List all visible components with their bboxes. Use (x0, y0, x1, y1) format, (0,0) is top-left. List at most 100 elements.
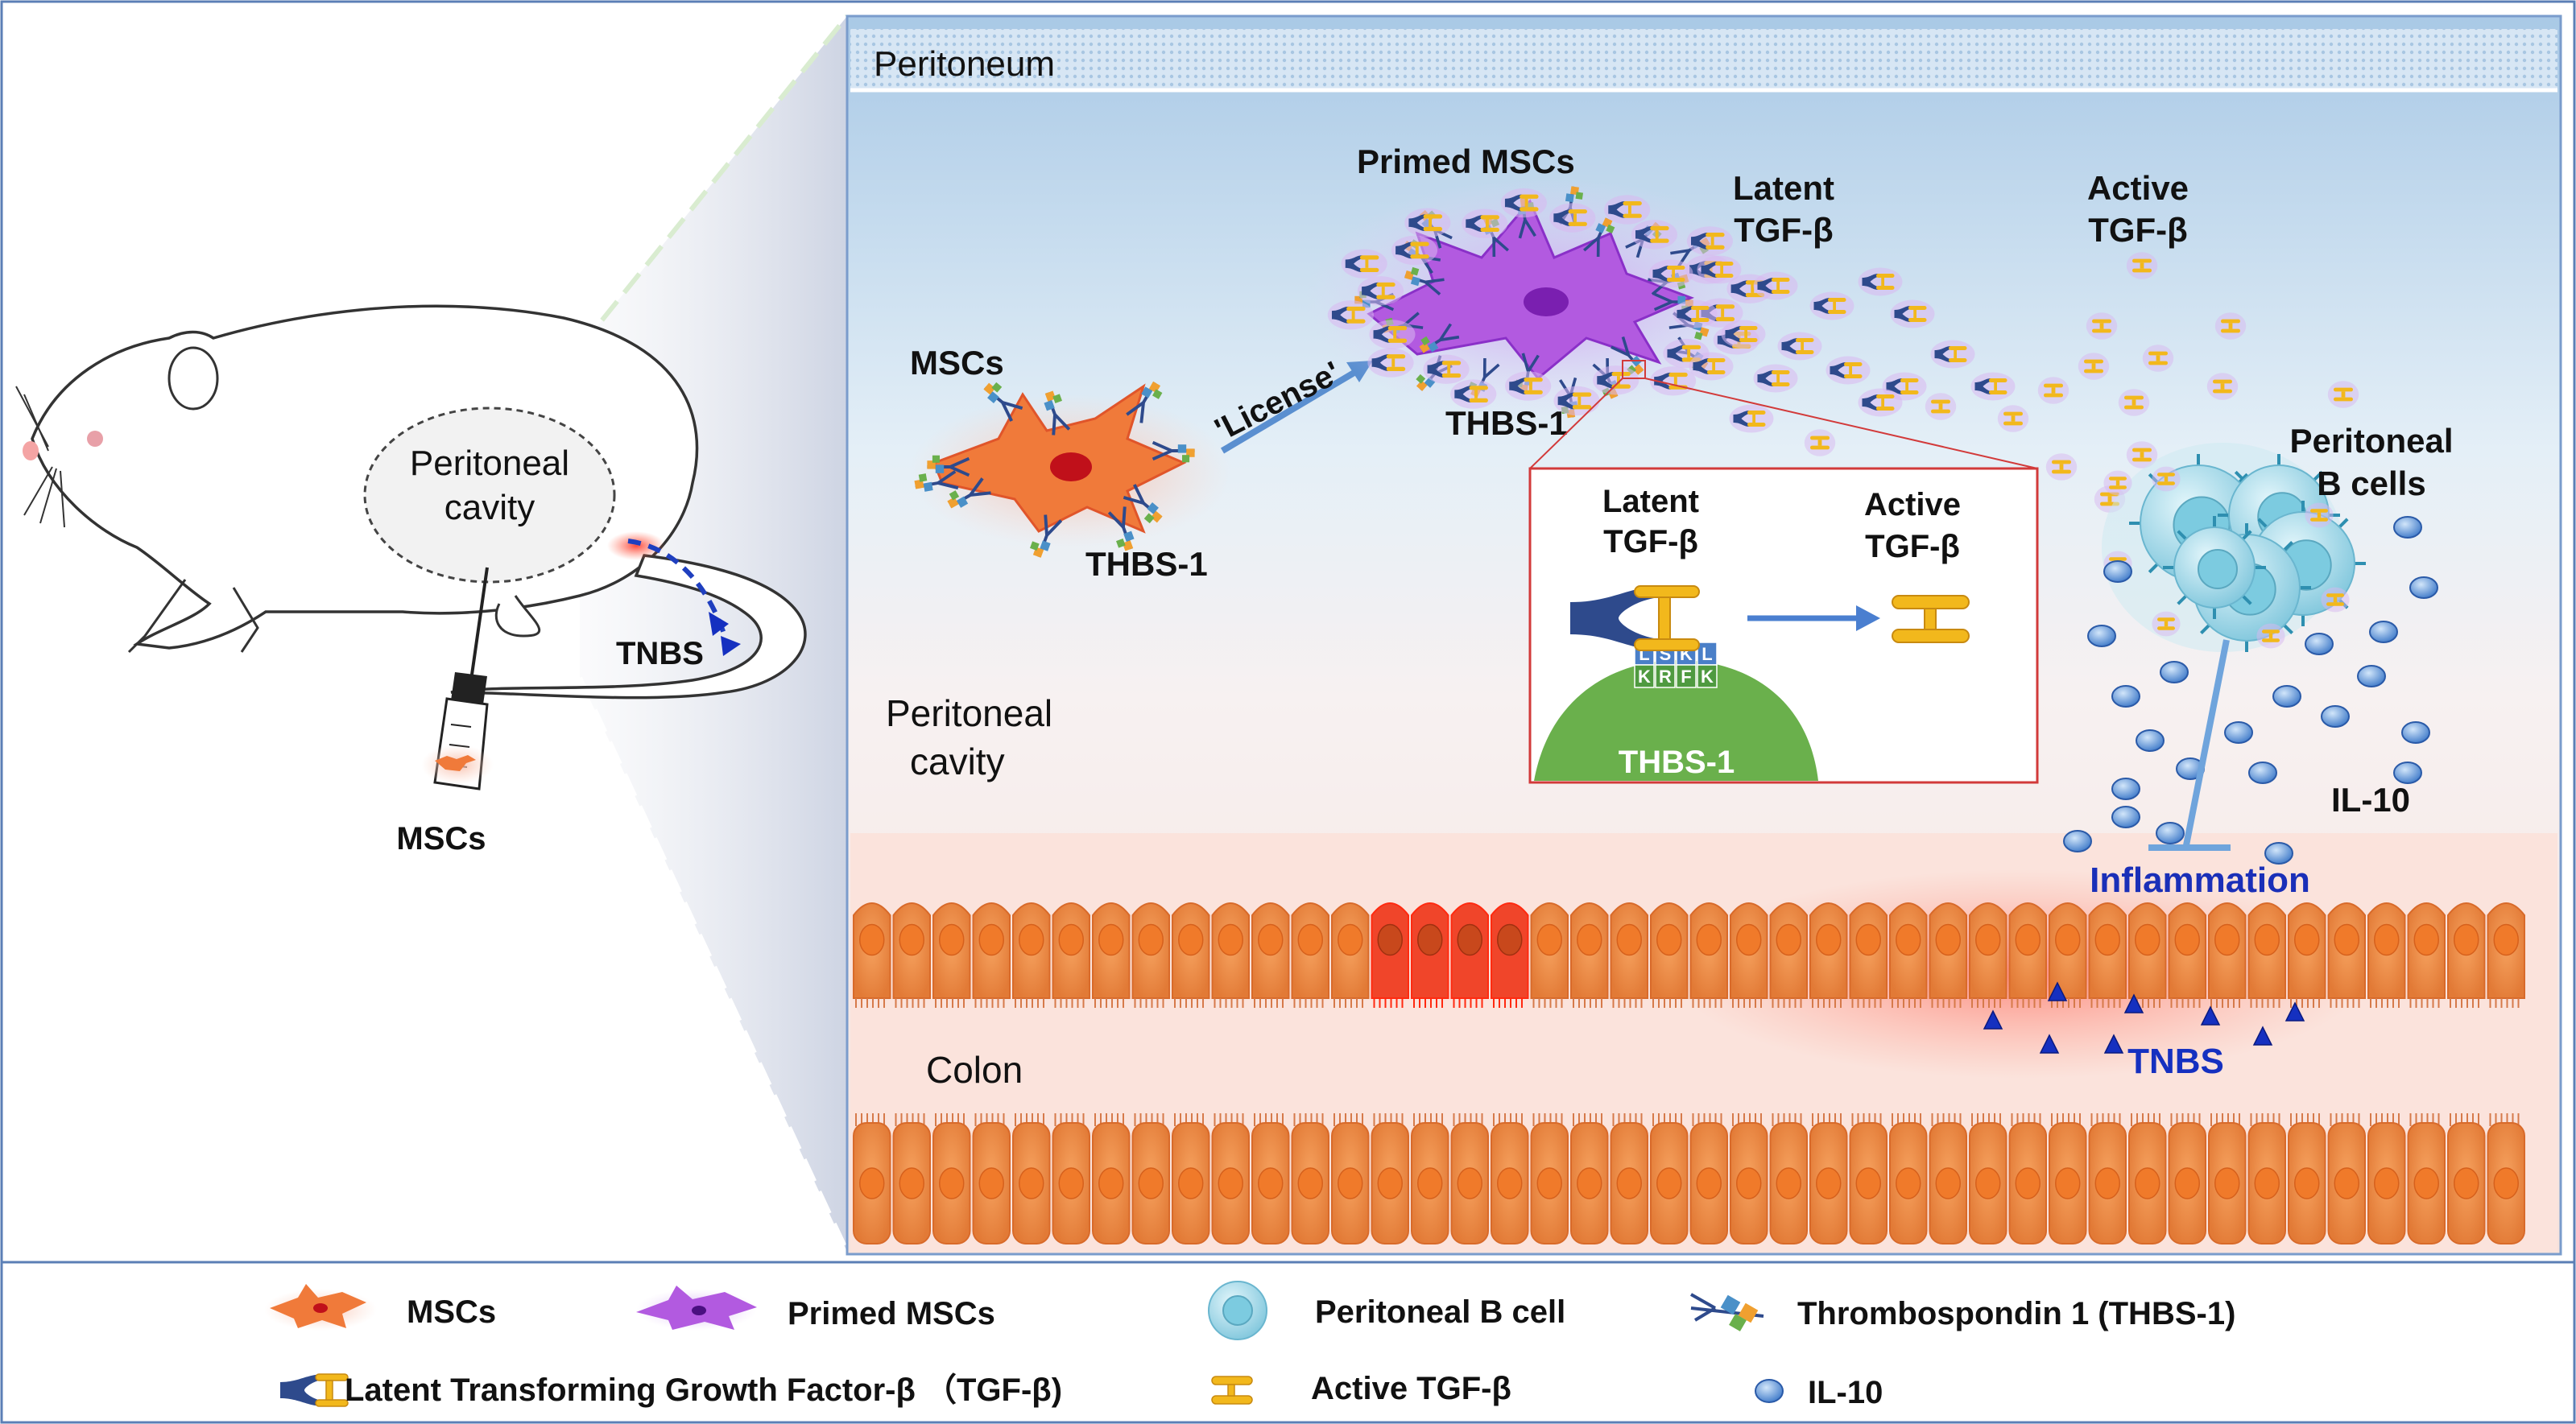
mouse-mscs-label: MSCs (396, 821, 486, 856)
colon-cell (892, 902, 931, 1008)
latent-tgf-molecule (1686, 226, 1734, 256)
il10-molecule (2156, 822, 2185, 844)
colon-cell (1650, 1113, 1689, 1244)
colon-cell (2487, 1113, 2525, 1244)
active-tgf-molecule (2142, 345, 2174, 372)
mouse-cavity-label-line2: cavity (444, 488, 535, 527)
colon-cell (2088, 1113, 2127, 1244)
colon-cell (853, 902, 891, 1008)
thbs1-molecule (1030, 514, 1063, 558)
bcells-label-line2: B cells (2317, 464, 2425, 502)
thbs1-molecule (1404, 266, 1445, 296)
colon-cell (2208, 1113, 2247, 1244)
colon-cell (1291, 902, 1329, 1008)
colon-cell (2247, 902, 2286, 1008)
primed-msc-nucleus (1524, 287, 1569, 316)
il10-molecule (2393, 516, 2422, 539)
colon-cell (1889, 902, 1928, 1008)
latent-tgf-molecule (1423, 354, 1470, 384)
seq-box-top (1697, 642, 1718, 666)
peritoneal-cavity-label-line1: Peritoneal (886, 692, 1052, 734)
colon-cell (1730, 902, 1768, 1008)
legend: MSCs Primed MSCs Peritoneal B cell Throm… (264, 1281, 2235, 1410)
latent-tgf-molecule (1341, 249, 1387, 279)
il10-molecule (2264, 842, 2293, 865)
il10-molecule (2409, 576, 2438, 599)
mouse-cavity-label-line1: Peritoneal (410, 444, 569, 483)
tnbs-marker-1 (709, 612, 729, 636)
colon-cell (2327, 1113, 2366, 1244)
inset-thbs1-label: THBS-1 (1619, 745, 1735, 780)
seq-letter-bottom: K (1701, 667, 1714, 687)
latent-tgf-molecule (1777, 332, 1822, 361)
latent-tgf-molecule (1505, 371, 1552, 401)
active-tgf-molecule (2086, 312, 2118, 340)
colon-cell (1251, 902, 1290, 1008)
il10-molecule (2272, 685, 2301, 708)
colon-cell (2128, 1113, 2167, 1244)
active-tgf-molecule (2126, 441, 2158, 468)
colon-cell (1570, 1113, 1609, 1244)
tnbs-triangle (2039, 1034, 2060, 1054)
thbs1-molecule (1107, 506, 1135, 551)
il10-molecule (2063, 830, 2092, 852)
active-tgf-molecule (2078, 353, 2110, 380)
seq-letter-bottom: F (1681, 667, 1691, 687)
seq-box-bottom (1697, 664, 1718, 688)
colon-cell (1530, 902, 1569, 1008)
il10-molecule (2111, 806, 2140, 828)
colon-cell (1491, 1113, 1529, 1244)
colon-cell (2407, 1113, 2446, 1244)
legend-primed-icon (636, 1286, 757, 1331)
colon-cell (1012, 1113, 1051, 1244)
colon-cell (1849, 1113, 1888, 1244)
mouse-hind-leg (494, 595, 541, 638)
latent-tgf-molecule (1649, 366, 1697, 396)
peritoneum-layer (850, 29, 2557, 90)
tnbs-marker-2 (721, 636, 741, 656)
seq-box-bottom (1676, 664, 1697, 688)
colon-cell (1291, 1113, 1329, 1244)
colon-cell (1092, 1113, 1131, 1244)
il10-molecule (2111, 778, 2140, 800)
inflammation-label: Inflammation (2090, 861, 2310, 900)
legend-thbs1-label: Thrombospondin 1 (THBS-1) (1797, 1296, 2235, 1331)
latent-tgf-molecule (1721, 320, 1766, 349)
colon-cell (1052, 1113, 1090, 1244)
colon-cell (1211, 902, 1250, 1008)
active-tgf-molecule (2103, 470, 2132, 496)
latent-tgf-molecule (1729, 404, 1774, 433)
thbs1-molecule (1419, 323, 1460, 353)
latent-tgf-molecule (1858, 388, 1903, 417)
active-tgf-molecule (2152, 611, 2181, 637)
latent-tgf-label-line1: Latent (1733, 169, 1834, 207)
colon-cell (1172, 1113, 1210, 1244)
il10-molecule (2136, 729, 2165, 752)
primed-msc-cell (1305, 177, 1788, 419)
colon-cell (1092, 902, 1131, 1008)
msc-cell (910, 381, 1232, 558)
active-tgf-molecule (1997, 405, 2029, 432)
legend-il10-label: IL-10 (1808, 1375, 1883, 1410)
colon-cell (1969, 902, 2007, 1008)
colon-cell (1172, 902, 1210, 1008)
legend-active-tgf-label: Active TGF-β (1311, 1371, 1511, 1406)
colon-cell (1969, 1113, 2007, 1244)
colon-cell (972, 1113, 1011, 1244)
colon-cell (1331, 1113, 1370, 1244)
mouse-tail (450, 554, 807, 700)
colon-cell (972, 902, 1011, 1008)
tnbs-route (627, 539, 727, 637)
inset-latent-label-line2: TGF-β (1603, 524, 1698, 559)
legend-mscs-icon (264, 1284, 377, 1331)
colon-cell (2447, 902, 2486, 1008)
syringe-msc-cell (435, 755, 476, 771)
peritoneum-label: Peritoneum (874, 44, 1055, 84)
colon-cell (1411, 1113, 1449, 1244)
latent-tgf-molecule (1553, 386, 1600, 416)
colon-cell (2168, 902, 2206, 1008)
latent-tgf-molecule (1970, 372, 2016, 401)
thbs1-molecule (1126, 381, 1163, 423)
legend-mscs-label: MSCs (407, 1294, 496, 1330)
legend-bcell-label: Peritoneal B cell (1315, 1294, 1565, 1330)
